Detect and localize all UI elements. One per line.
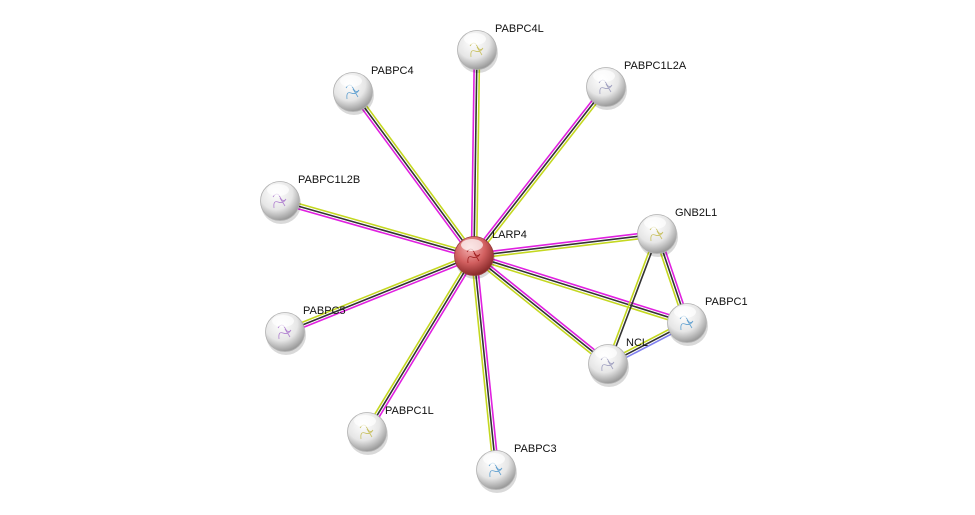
edge-evidence-magenta bbox=[473, 230, 657, 255]
edge-evidence-magenta bbox=[368, 256, 477, 434]
edge-evidence-black bbox=[473, 255, 609, 365]
node-pabpc1l2b[interactable]: PABPC1L2B bbox=[260, 174, 361, 224]
node-larp4[interactable]: LARP4 bbox=[454, 229, 527, 279]
edge-evidence-yellowgreen bbox=[472, 257, 687, 327]
node-highlight bbox=[461, 239, 483, 251]
edge-larp4-pabpc3[interactable] bbox=[470, 255, 500, 471]
node-highlight bbox=[644, 217, 666, 229]
node-label: NCL bbox=[626, 337, 648, 349]
edge-larp4-pabpc1l[interactable] bbox=[364, 254, 477, 434]
node-label: PABPC4L bbox=[495, 23, 544, 35]
node-label: PABPC4 bbox=[371, 65, 414, 77]
edge-evidence-magenta bbox=[350, 93, 473, 259]
edge-larp4-pabpc4[interactable] bbox=[350, 89, 477, 259]
node-highlight bbox=[354, 415, 376, 427]
node-highlight bbox=[340, 75, 362, 87]
edge-evidence-black bbox=[608, 234, 659, 365]
nodes-layer: LARP4 PABPC4L PABPC4 PABPC1L2A PABPC1L2B GNB2… bbox=[260, 23, 748, 493]
node-label: PABPC5 bbox=[303, 305, 346, 317]
node-label: PABPC1L2A bbox=[624, 60, 687, 72]
node-highlight bbox=[593, 70, 615, 82]
node-highlight bbox=[272, 315, 294, 327]
node-highlight bbox=[595, 347, 617, 359]
node-label: PABPC1L2B bbox=[298, 174, 360, 186]
edge-evidence-magenta bbox=[279, 202, 474, 260]
edge-evidence-yellowgreen bbox=[470, 256, 495, 471]
edge-larp4-pabpc1[interactable] bbox=[472, 252, 689, 327]
node-pabpc5[interactable]: PABPC5 bbox=[265, 305, 346, 355]
edge-evidence-yellowgreen bbox=[475, 50, 481, 257]
edge-evidence-black bbox=[473, 49, 478, 257]
node-label: PABPC1 bbox=[705, 296, 748, 308]
edge-evidence-magenta bbox=[470, 49, 476, 256]
edge-larp4-pabpc1l2b[interactable] bbox=[279, 197, 475, 260]
node-label: LARP4 bbox=[492, 229, 527, 241]
edge-evidence-yellowgreen bbox=[471, 257, 607, 367]
edge-gnb2l1-ncl[interactable] bbox=[606, 233, 659, 365]
node-pabpc3[interactable]: PABPC3 bbox=[476, 443, 557, 493]
edge-evidence-black bbox=[473, 255, 688, 324]
node-gnb2l1[interactable]: GNB2L1 bbox=[637, 207, 718, 257]
edge-evidence-yellowgreen bbox=[474, 235, 658, 260]
edge-evidence-black bbox=[473, 255, 497, 471]
edge-evidence-magenta bbox=[475, 253, 611, 363]
node-label: PABPC1L bbox=[385, 405, 434, 417]
edge-larp4-pabpc4l[interactable] bbox=[470, 49, 481, 257]
edge-larp4-pabpc1l2a[interactable] bbox=[471, 84, 609, 259]
node-ncl[interactable]: NCL bbox=[588, 337, 649, 387]
node-highlight bbox=[483, 453, 505, 465]
node-highlight bbox=[674, 306, 696, 318]
edge-evidence-black bbox=[279, 200, 475, 257]
edge-evidence-black bbox=[473, 233, 658, 257]
node-highlight bbox=[267, 184, 289, 196]
edge-evidence-black bbox=[366, 255, 475, 433]
edge-evidence-magenta bbox=[475, 255, 500, 470]
node-pabpc1l2a[interactable]: PABPC1L2A bbox=[586, 60, 687, 110]
edge-evidence-yellowgreen bbox=[283, 252, 474, 331]
edge-evidence-yellowgreen bbox=[280, 197, 475, 255]
edge-evidence-black bbox=[284, 255, 475, 333]
node-label: GNB2L1 bbox=[675, 207, 717, 219]
node-pabpc4[interactable]: PABPC4 bbox=[333, 65, 414, 115]
node-pabpc4l[interactable]: PABPC4L bbox=[457, 23, 544, 73]
node-label: PABPC3 bbox=[514, 443, 557, 455]
node-pabpc1[interactable]: PABPC1 bbox=[667, 296, 748, 346]
edge-larp4-pabpc5[interactable] bbox=[283, 252, 476, 336]
edge-evidence-yellowgreen bbox=[354, 89, 477, 255]
edge-evidence-black bbox=[473, 86, 607, 257]
edge-evidence-magenta bbox=[474, 252, 689, 322]
edge-evidence-magenta bbox=[471, 84, 605, 255]
node-pabpc1l[interactable]: PABPC1L bbox=[347, 405, 434, 455]
edge-evidence-black bbox=[352, 91, 475, 257]
edge-evidence-yellowgreen bbox=[475, 88, 609, 259]
edge-evidence-yellowgreen bbox=[606, 233, 657, 364]
edge-evidence-yellowgreen bbox=[364, 254, 473, 432]
edge-larp4-ncl[interactable] bbox=[471, 253, 611, 367]
node-highlight bbox=[464, 33, 486, 45]
edge-evidence-magenta bbox=[285, 257, 476, 336]
edge-larp4-gnb2l1[interactable] bbox=[473, 230, 658, 260]
